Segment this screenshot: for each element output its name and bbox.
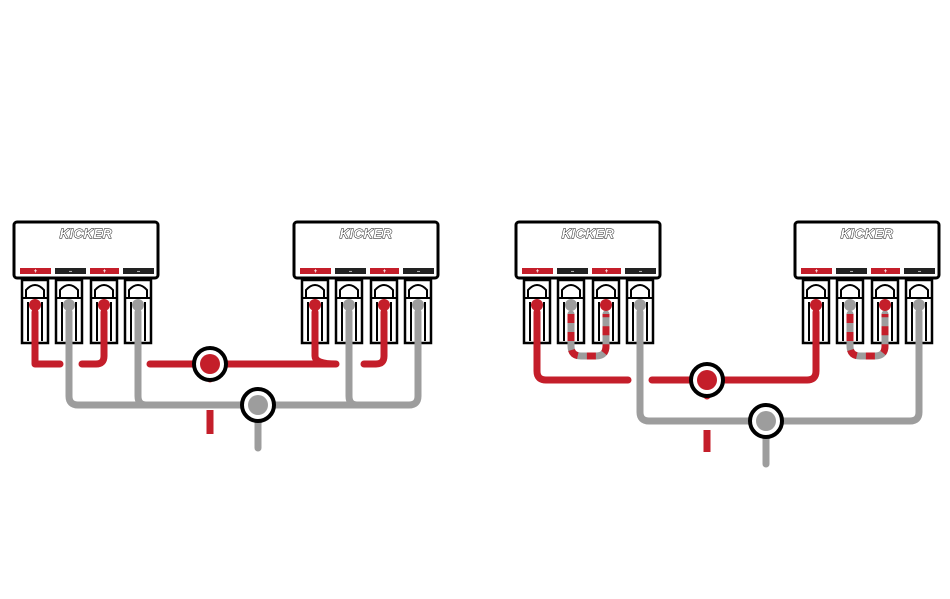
wire-terminal-end: [132, 299, 144, 311]
wire-terminal-end: [879, 299, 891, 311]
terminal-polarity-mark: +: [884, 269, 888, 275]
wire-terminal-end: [412, 299, 424, 311]
terminal-polarity-mark: +: [103, 269, 107, 275]
kicker-logo: KICKER: [841, 226, 894, 241]
wire-terminal-end: [531, 299, 543, 311]
terminal-polarity-mark: +: [383, 269, 387, 275]
wire-terminal-end: [600, 299, 612, 311]
kicker-logo: KICKER: [60, 226, 113, 241]
wire-terminal-end: [343, 299, 355, 311]
positive-junction-center: [200, 354, 220, 374]
configuration-right: KICKER+–+–KICKER+–+–: [516, 222, 939, 464]
wire-terminal-end: [63, 299, 75, 311]
configuration-left: KICKER+–+–KICKER+–+–: [14, 222, 438, 448]
negative-junction-center: [248, 395, 268, 415]
kicker-logo: KICKER: [340, 226, 393, 241]
terminal-polarity-mark: +: [815, 269, 819, 275]
wire-terminal-end: [634, 299, 646, 311]
wire-terminal-end: [844, 299, 856, 311]
positive-junction-center: [697, 370, 717, 390]
terminal-polarity-mark: +: [605, 269, 609, 275]
wire-terminal-end: [565, 299, 577, 311]
wire-terminal-end: [98, 299, 110, 311]
terminal-polarity-mark: +: [536, 269, 540, 275]
kicker-logo: KICKER: [562, 226, 615, 241]
negative-junction-center: [756, 411, 776, 431]
terminal-polarity-mark: +: [314, 269, 318, 275]
negative-wire: [69, 312, 418, 405]
wire-terminal-end: [378, 299, 390, 311]
wire-terminal-end: [913, 299, 925, 311]
wire-terminal-end: [309, 299, 321, 311]
wire-terminal-end: [810, 299, 822, 311]
terminal-polarity-mark: +: [34, 269, 38, 275]
positive-wire: [652, 312, 816, 380]
wire-terminal-end: [29, 299, 41, 311]
